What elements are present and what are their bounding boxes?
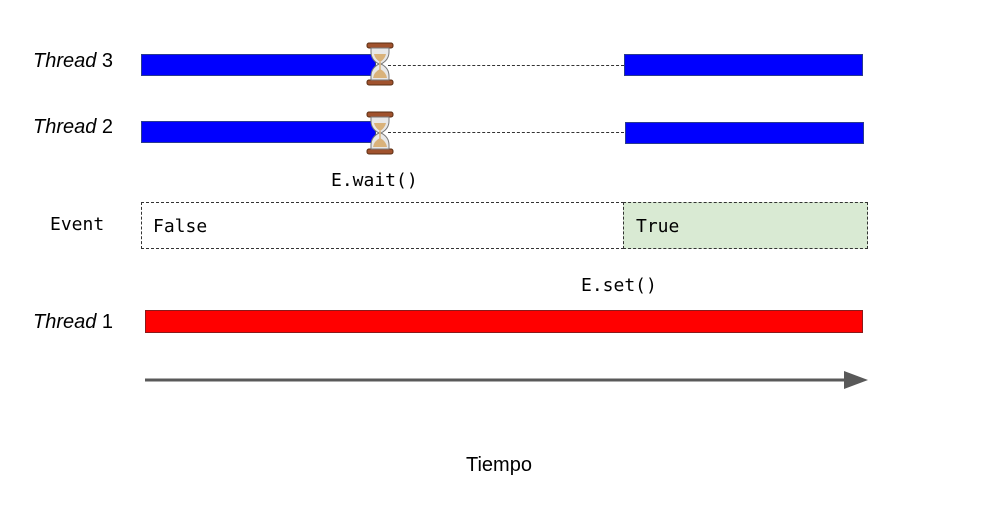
event-state-false-box <box>141 202 624 249</box>
time-axis-arrow <box>145 371 868 389</box>
set-call-label: E.set() <box>581 275 657 296</box>
event-state-true-text: True <box>636 216 680 237</box>
time-axis-label: Tiempo <box>466 454 532 476</box>
hourglass-icon <box>366 111 394 155</box>
wait-call-label: E.wait() <box>331 170 418 191</box>
thread-2-bar-before <box>141 121 376 143</box>
thread-2-label-word: Thread <box>33 116 97 138</box>
thread-3-label: Thread 3 <box>33 50 113 73</box>
thread-3-label-number: 3 <box>96 50 114 72</box>
thread-1-label-number: 1 <box>96 311 114 333</box>
thread-2-label: Thread 2 <box>33 116 113 139</box>
thread-3-waiting-line <box>388 65 624 66</box>
event-state-true-box <box>623 202 868 249</box>
thread-3-bar-before <box>141 54 376 76</box>
thread-3-bar-after <box>624 54 863 76</box>
thread-3-label-word: Thread <box>33 50 97 72</box>
thread-1-bar <box>145 310 863 333</box>
event-state-false-text: False <box>153 216 208 237</box>
thread-2-bar-after <box>625 122 864 144</box>
thread-2-waiting-line <box>388 132 624 133</box>
thread-2-label-number: 2 <box>96 116 114 138</box>
event-label: Event <box>50 214 105 235</box>
thread-1-label: Thread 1 <box>33 311 113 334</box>
hourglass-icon <box>366 42 394 86</box>
thread-1-label-word: Thread <box>33 311 97 333</box>
